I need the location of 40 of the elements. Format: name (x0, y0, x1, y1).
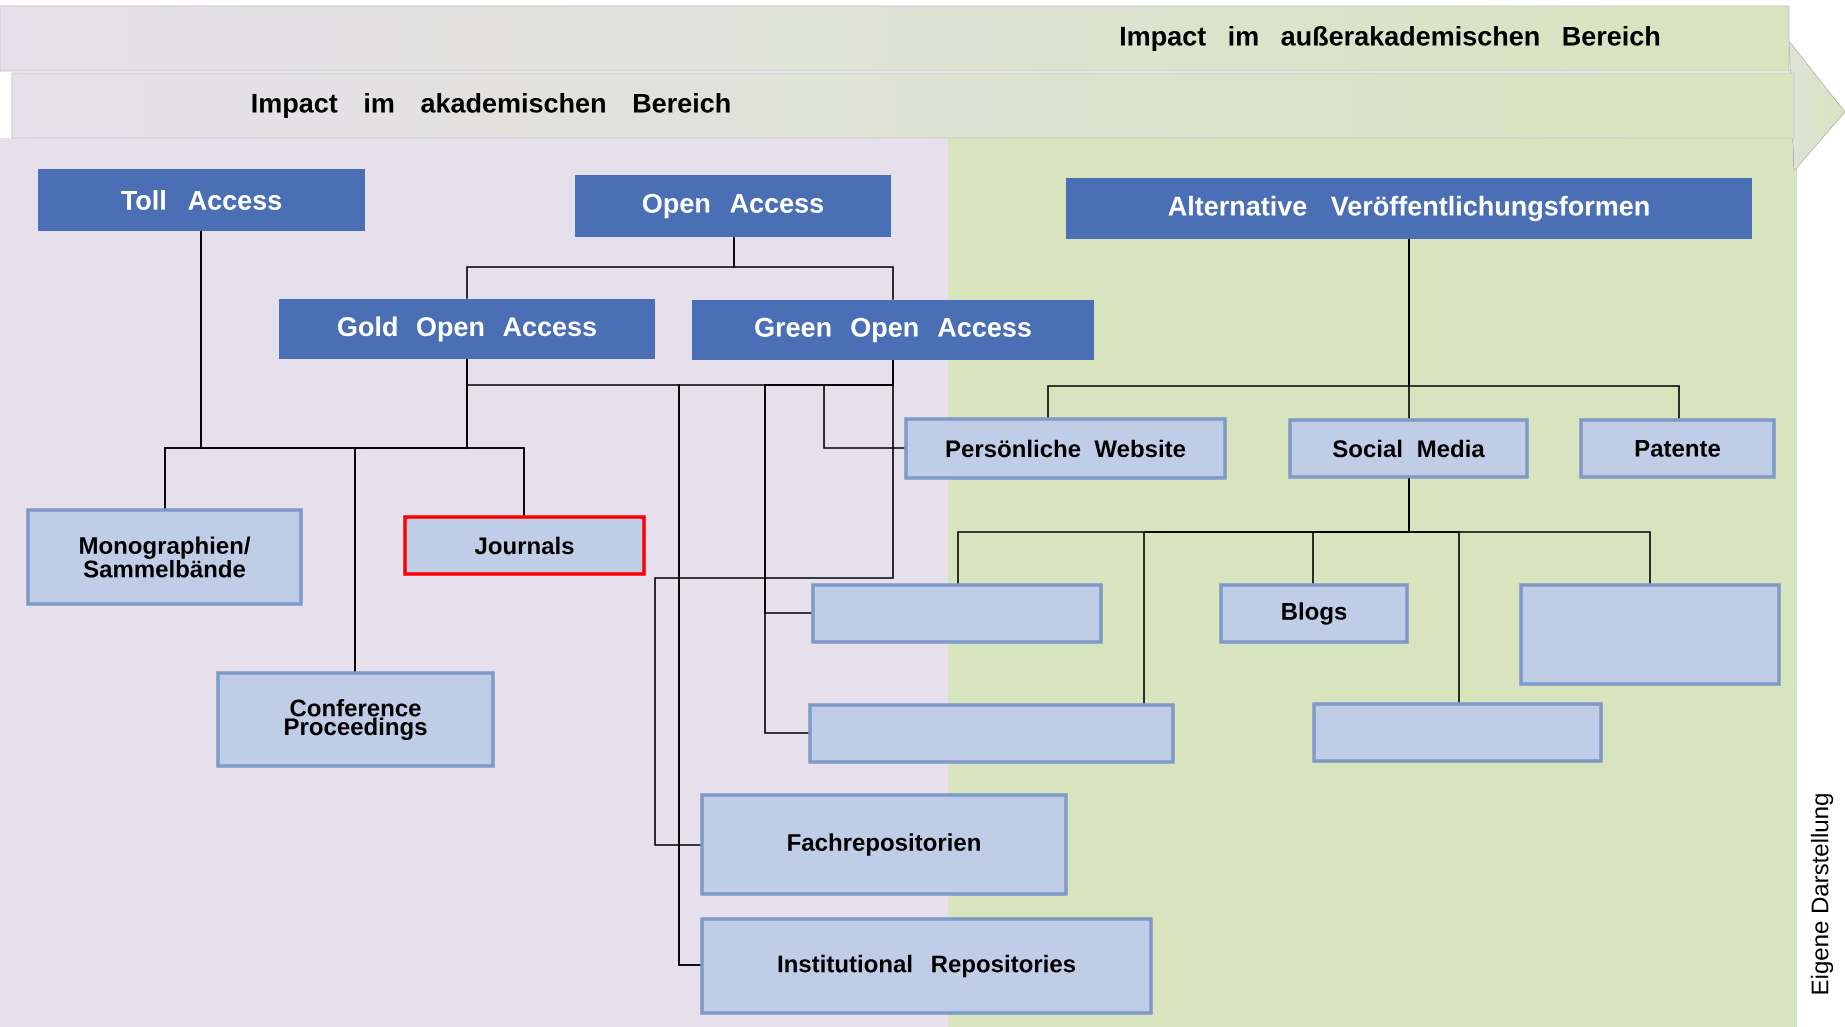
box-label: Impact im akademischen Bereich (252, 92, 730, 119)
box-label: Persönliche Website (946, 439, 1186, 458)
box-label: Journals (474, 536, 574, 555)
box-label: Open Access (642, 193, 824, 219)
box-label: Monographien/ Sammelbände (80, 536, 251, 578)
category-box (1519, 583, 1781, 686)
category-box (403, 515, 646, 576)
connector-line (1408, 477, 1651, 585)
category-box (1312, 702, 1603, 763)
category-box (700, 917, 1153, 1015)
box-label: Gold Open Access (338, 316, 596, 342)
connector-line (733, 236, 894, 301)
box-label: Conference Proceedings (285, 698, 427, 741)
category-box (1579, 418, 1776, 479)
box-label: Social Media (1333, 439, 1485, 458)
header-box (279, 299, 655, 359)
category-box (811, 583, 1103, 644)
box-label: Alternative Veröffentlichungsformen (1168, 195, 1649, 222)
connector-line (1408, 238, 1680, 420)
box-label: Blogs (1282, 602, 1347, 625)
banner-band (0, 5, 1790, 72)
connector-line (678, 359, 894, 966)
box-label: Impact im außerakademischen Bereich (1121, 25, 1660, 52)
category-box (26, 508, 303, 606)
box-label: Fachrepositorien (788, 833, 980, 856)
category-box (1219, 583, 1409, 644)
header-box (1066, 178, 1752, 239)
category-box (904, 417, 1227, 480)
category-box (700, 793, 1068, 896)
category-box (216, 671, 495, 768)
credit-note: Eigene Darstellung (1810, 794, 1834, 994)
box-label: Patente (1635, 440, 1721, 457)
header-box (575, 175, 891, 237)
header-box (692, 300, 1094, 360)
header-box (38, 169, 365, 231)
box-label: Green Open Access (755, 317, 1031, 343)
box-label: Toll Access (121, 190, 282, 210)
box-label: Institutional Repositories (778, 954, 1076, 978)
category-box (808, 703, 1175, 764)
category-box (1288, 418, 1529, 479)
